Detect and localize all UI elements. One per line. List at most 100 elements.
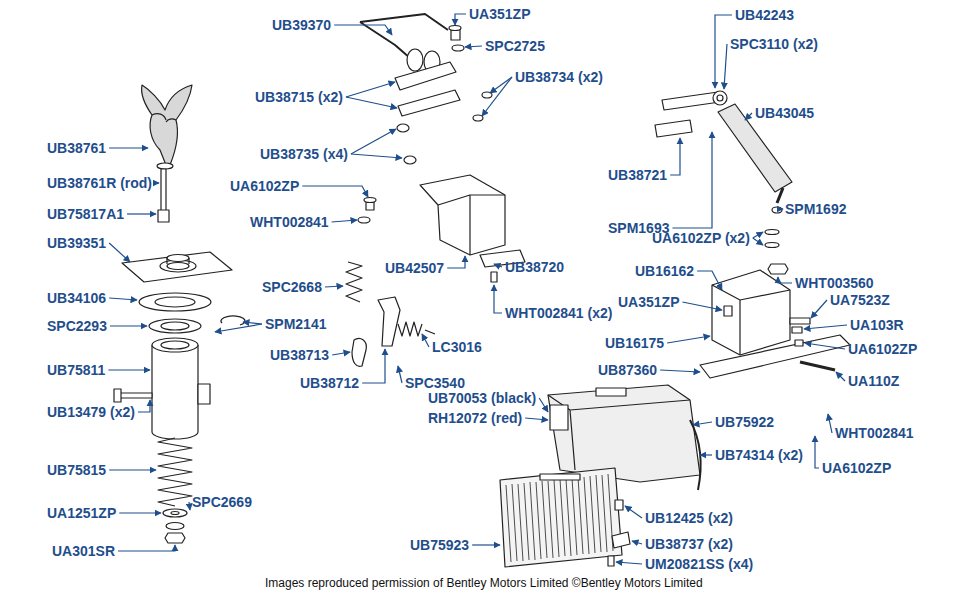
callout-number: UA351ZP — [618, 294, 679, 310]
leader-line — [398, 366, 402, 383]
leader-line — [693, 422, 712, 425]
callout-number: SPM2141 — [265, 316, 326, 332]
callout-number: WHT003560 — [795, 275, 874, 291]
callout-number: SPC3110 (x2) — [730, 36, 818, 52]
callout-number: UB38713 — [270, 347, 329, 363]
leader-line — [667, 336, 710, 343]
leader-line — [804, 325, 847, 329]
leader-line — [616, 562, 642, 564]
leader-line — [108, 369, 150, 370]
leader-line — [482, 77, 512, 116]
callout-number: UB38735 (x4) — [260, 146, 348, 162]
leader-line — [109, 298, 137, 300]
callout-number: UB42243 — [735, 7, 794, 23]
callout-number: WHT002841 (x2) — [505, 305, 612, 321]
leader-line — [753, 238, 763, 245]
callout-number: UB38737 (x2) — [645, 536, 733, 552]
leader-line — [325, 286, 343, 287]
leader-line — [346, 97, 397, 108]
leader-line — [119, 512, 161, 513]
leader-line — [724, 44, 727, 89]
leader-line — [632, 541, 642, 544]
leader-line — [332, 352, 350, 355]
callout-number: UB75815 — [47, 462, 106, 478]
callout-number: UB75922 — [715, 414, 774, 430]
leader-line — [836, 372, 845, 381]
leader-line — [625, 506, 642, 518]
callout-number: UA1251ZP — [47, 505, 116, 521]
callout-number: UB38761 — [47, 140, 106, 156]
callout-number: UB38734 (x2) — [515, 69, 603, 85]
callout-number: UB38761R (rod) — [47, 175, 152, 191]
leader-line — [828, 414, 832, 433]
leader-line — [118, 545, 175, 551]
callout-number: UA351ZP — [469, 6, 530, 22]
callout-number: UA103R — [850, 317, 904, 333]
leader-line — [465, 46, 482, 47]
leader-line — [525, 418, 548, 420]
callout-number: SPC2293 — [47, 318, 107, 334]
callout-number: UB75811 — [47, 362, 105, 378]
lever-assembly — [346, 14, 525, 366]
callout-number: WHT002841 — [835, 425, 914, 441]
leader-line — [351, 154, 402, 158]
leader-line — [697, 271, 722, 290]
callout-number: UA6102ZP (x2) — [652, 230, 750, 246]
leader-line — [660, 370, 700, 372]
leader-line — [455, 14, 466, 25]
leader-line — [782, 208, 783, 209]
callout-number: SPC3540 — [405, 375, 465, 391]
callout-number: WHT002841 — [250, 214, 329, 230]
leader-line — [243, 322, 262, 324]
leader-line — [215, 324, 262, 332]
callout-number: UB39351 — [47, 235, 106, 251]
copyright-caption: Images reproduced permission of Bentley … — [265, 576, 703, 590]
callout-number: UB43045 — [755, 105, 814, 121]
leader-line — [778, 277, 792, 283]
leader-line — [127, 213, 156, 214]
callout-number: LC3016 — [432, 339, 482, 355]
leader-line — [302, 186, 368, 197]
callout-number: UA6102ZP — [230, 178, 299, 194]
leader-line — [805, 343, 845, 349]
leader-line — [346, 82, 395, 97]
callout-number: UB12425 (x2) — [645, 510, 733, 526]
callout-number: UA6102ZP — [822, 460, 891, 476]
leader-line — [109, 243, 130, 262]
callout-number: UB75923 — [410, 537, 469, 553]
callout-number: UB39370 — [272, 17, 331, 33]
callout-number: UB13479 (x2) — [47, 404, 135, 420]
leader-line — [670, 138, 680, 175]
leader-line — [811, 300, 827, 318]
leader-line — [494, 264, 502, 267]
leader-line — [332, 220, 357, 222]
leader-line — [109, 147, 148, 148]
leader-line — [447, 256, 465, 268]
leader-line — [422, 334, 429, 347]
callout-number: SPC2725 — [485, 38, 545, 54]
callout-number: SPM1692 — [785, 201, 846, 217]
leader-line — [155, 182, 159, 183]
callout-number: UB74314 (x2) — [715, 447, 803, 463]
leader-line — [334, 25, 392, 35]
callout-number: UA110Z — [848, 373, 899, 389]
callout-number: UB16175 — [605, 335, 664, 351]
callout-number: UA301SR — [52, 543, 115, 559]
leader-line — [110, 325, 147, 326]
leader-line — [362, 349, 385, 383]
callout-number: UB42507 — [385, 260, 444, 276]
callout-number: RH12072 (red) — [428, 410, 522, 426]
leader-line — [138, 400, 150, 412]
leader-line — [109, 469, 156, 470]
leader-line — [715, 15, 732, 88]
callout-number: SPC2669 — [192, 494, 252, 510]
leader-line — [682, 302, 722, 310]
leader-line — [351, 129, 396, 154]
callout-number: UB38721 — [608, 167, 667, 183]
leader-line — [700, 454, 712, 455]
leader-line — [539, 398, 548, 412]
callout-number: UB34106 — [47, 290, 106, 306]
leader-line — [472, 544, 500, 545]
